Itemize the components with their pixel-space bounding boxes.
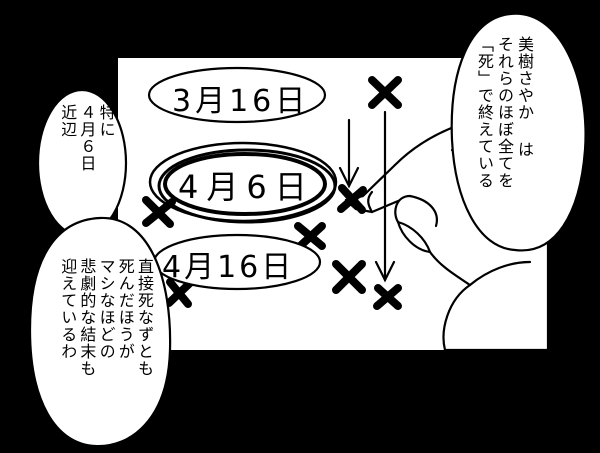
speech-bubble-top-right: [450, 12, 587, 252]
cross-mark: [373, 284, 402, 310]
speech-bubble-bottom-left: [28, 216, 172, 448]
date-oval-mar16: [147, 66, 327, 124]
date-label-apr16: 4月16日: [162, 250, 295, 285]
cross-mark: [337, 184, 367, 214]
cross-mark: [332, 260, 366, 294]
date-label-mar16: 3月16日: [172, 84, 310, 119]
bubble-text-bottom-left: 直接死なずとも 死んだほうが マシなほどの 悲劇的な結末も 迎えているわ: [58, 258, 154, 377]
timeline-markers: [338, 110, 396, 283]
bubble-text-left-small: 特に ４月６日 近辺: [58, 104, 116, 172]
cross-marks: [142, 76, 402, 310]
cross-mark: [165, 278, 194, 308]
date-circle-apr6: [148, 141, 338, 224]
date-label-apr6: 4月6日: [178, 168, 315, 206]
bubble-text-top-right: 美樹さやか は それらのほぼ全てを 「死」で終えている: [475, 36, 534, 189]
cross-mark: [368, 76, 402, 109]
